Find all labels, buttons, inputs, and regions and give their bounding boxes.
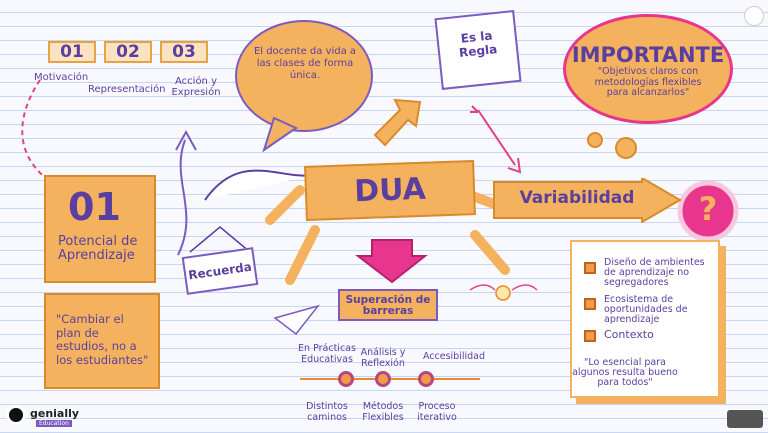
list-item-2: Ecosistema de oportunidades de aprendiza… xyxy=(604,294,688,325)
practice-bottom-2: Métodos Flexibles xyxy=(362,401,404,423)
practice-bottom-1: Distintos caminos xyxy=(306,401,348,423)
checkbox-icon xyxy=(584,262,596,274)
timeline-dot-1 xyxy=(338,371,354,387)
list-item-3: Contexto xyxy=(604,328,654,341)
genially-logo-icon xyxy=(6,405,26,425)
share-controls-icon[interactable] xyxy=(727,410,763,428)
view-toggle-icon[interactable] xyxy=(744,6,764,26)
variabilidad-arrow-shape xyxy=(493,178,682,223)
card-label: Potencial de Aprendizaje xyxy=(58,234,138,263)
practice-top-2: Análisis y Reflexión xyxy=(360,347,406,369)
timeline-dot-3 xyxy=(418,371,434,387)
quote-text: "Cambiar el plan de estudios, no a los e… xyxy=(56,312,149,367)
list-quote: "Lo esencial para algunos resulta bueno … xyxy=(572,357,678,388)
recuerda-label: Recuerda xyxy=(187,259,253,283)
card-number: 01 xyxy=(68,185,121,229)
brand-name: genially xyxy=(30,407,80,420)
regla-text: Es la Regla xyxy=(458,28,498,60)
regla-note: Es la Regla xyxy=(434,10,522,90)
dua-title: DUA xyxy=(353,171,427,210)
quote-card: "Cambiar el plan de estudios, no a los e… xyxy=(44,293,160,389)
step-number: 02 xyxy=(116,42,140,62)
practice-bottom-3: Proceso iterativo xyxy=(417,401,457,423)
superacion-box: Superación de barreras xyxy=(338,289,438,321)
importante-cloud: IMPORTANTE "Objetivos claros con metodol… xyxy=(563,14,733,124)
step-label-1: Motivación xyxy=(34,72,89,83)
dua-banner: DUA xyxy=(304,160,476,221)
importante-text: "Objetivos claros con metodologías flexi… xyxy=(594,66,702,98)
step-box-1: 01 xyxy=(48,41,96,63)
recuerda-hanger xyxy=(189,226,251,253)
practice-top-3: Accesibilidad xyxy=(422,351,486,362)
checkbox-icon xyxy=(584,298,596,310)
checkbox-icon xyxy=(584,330,596,342)
bubble-text: El docente da vida a las clases de forma… xyxy=(253,46,357,81)
step-box-3: 03 xyxy=(160,41,208,63)
step-label-2: Representación xyxy=(88,84,166,95)
step-label-3: Acción y Expresión xyxy=(171,76,221,98)
step-number: 03 xyxy=(172,42,196,62)
importante-title: IMPORTANTE xyxy=(571,43,725,67)
brand-tag: Education xyxy=(36,420,72,427)
step-box-2: 02 xyxy=(104,41,152,63)
timeline-dot-2 xyxy=(375,371,391,387)
speech-bubble-shape xyxy=(235,20,373,153)
step-number: 01 xyxy=(60,42,84,62)
potencial-card: 01 Potencial de Aprendizaje xyxy=(44,175,156,283)
question-icon: ? xyxy=(698,190,718,228)
practice-top-1: En Prácticas Educativas xyxy=(298,343,356,365)
list-item-1: Diseño de ambientes de aprendizaje no se… xyxy=(604,257,705,288)
variabilidad-label: Variabilidad xyxy=(519,188,635,208)
